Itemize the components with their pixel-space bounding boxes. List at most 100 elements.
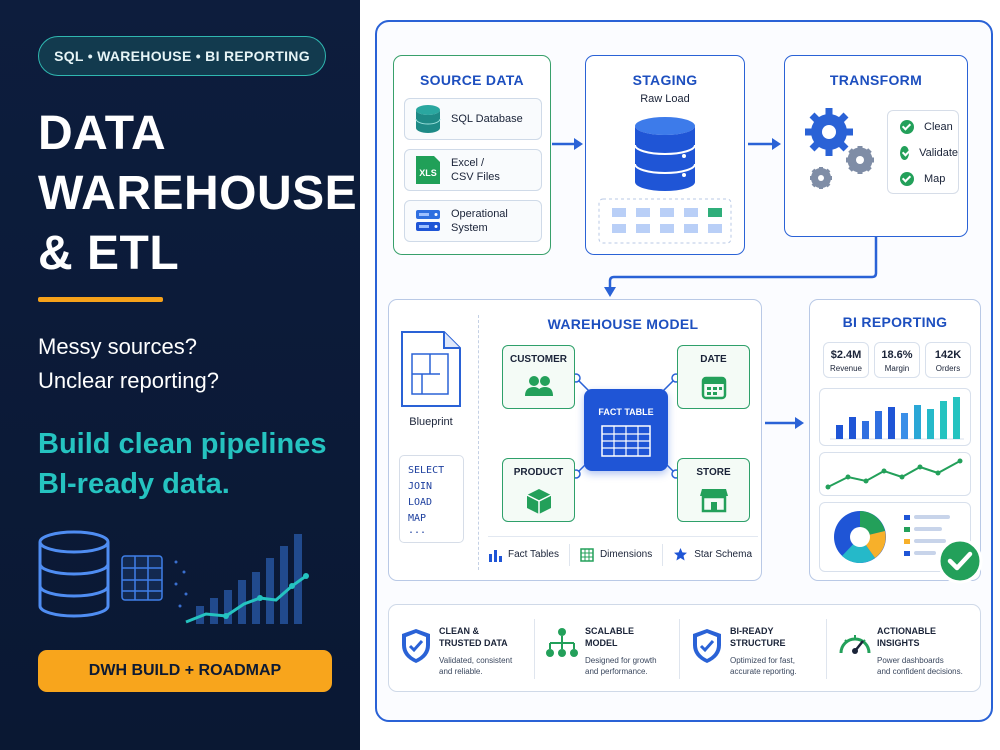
arrow-right-icon	[552, 138, 583, 150]
spreadsheet-icon: XLS	[416, 156, 440, 184]
shield-check-icon	[693, 629, 721, 663]
benefit-desc: and performance.	[585, 667, 648, 676]
sql-line: ...	[408, 525, 427, 536]
star-icon	[674, 548, 688, 561]
benefit-clean-data: CLEAN & TRUSTED DATA Validated, consisten…	[389, 605, 534, 693]
blueprint-label: Blueprint	[409, 416, 453, 428]
server-icon	[416, 210, 440, 231]
shield-check-icon	[402, 629, 430, 663]
hero-title-line: WAREHOUSE	[38, 167, 358, 220]
database-icon	[415, 105, 441, 133]
benefit-title: TRUSTED DATA	[439, 638, 508, 648]
sql-line: SELECT	[408, 465, 445, 476]
value-promise: Build clean pipelines BI-ready data.	[38, 424, 326, 504]
bar-chart-panel	[819, 388, 971, 446]
bar-chart-icon	[489, 549, 502, 562]
source-item-label: Excel /	[451, 157, 485, 169]
benefit-desc: Optimized for fast,	[730, 656, 795, 665]
source-data-title: SOURCE DATA	[420, 72, 524, 88]
source-item-excel: XLS Excel / CSV Files	[404, 149, 542, 191]
source-item-label: System	[451, 222, 488, 234]
model-legend: Fact Tables Dimensions Star Schema	[488, 536, 758, 572]
benefit-title: ACTIONABLE	[877, 626, 936, 636]
bar-chart-icon	[830, 397, 964, 440]
fact-table: FACT TABLE	[584, 389, 668, 471]
line-chart-icon	[825, 458, 963, 490]
hero-title-line: & ETL	[38, 227, 180, 280]
benefit-title: CLEAN &	[439, 626, 479, 636]
store-icon	[699, 489, 728, 513]
benefit-desc: and reliable.	[439, 667, 483, 676]
database-stack-icon	[38, 530, 110, 618]
question-line: Unclear reporting?	[38, 368, 219, 393]
blueprint-icon	[401, 331, 461, 407]
growth-trend-line	[185, 574, 307, 624]
hierarchy-icon	[546, 628, 578, 657]
gauge-icon	[839, 635, 871, 654]
legend-star-schema: Star Schema	[673, 547, 752, 562]
transform-title: TRANSFORM	[829, 72, 923, 88]
source-data-card: SOURCE DATA SQL Database XLS Excel / CSV…	[393, 55, 551, 255]
table-grid-icon	[601, 425, 651, 457]
connector-arrow-icon	[604, 237, 878, 297]
network-dots-icon	[174, 560, 188, 608]
growth-bars-icon	[196, 534, 302, 624]
source-item-label: SQL Database	[451, 113, 523, 125]
legend-fact-tables: Fact Tables	[488, 548, 559, 562]
pain-questions: Messy sources? Unclear reporting?	[38, 330, 219, 398]
step-map: Map	[888, 166, 958, 192]
benefit-title: BI-READY	[730, 626, 774, 636]
source-item-label: Operational	[451, 208, 508, 220]
dimension-product: PRODUCT	[502, 458, 575, 522]
step-clean: Clean	[888, 114, 958, 140]
dimension-store: STORE	[677, 458, 750, 522]
bi-reporting-title: BI REPORTING	[842, 314, 948, 330]
benefit-desc: Validated, consistent	[439, 656, 513, 665]
benefit-desc: and confident decisions.	[877, 667, 963, 676]
benefit-desc: Designed for growth	[585, 656, 657, 665]
check-icon	[900, 146, 910, 160]
dimension-customer: CUSTOMER	[502, 345, 575, 409]
line-chart-panel	[819, 452, 971, 496]
success-check-icon	[937, 538, 983, 584]
topic-tag: SQL • WAREHOUSE • BI REPORTING	[38, 36, 326, 76]
hero-title-line: DATA	[38, 107, 167, 160]
calendar-icon	[701, 376, 726, 400]
check-icon	[900, 120, 914, 134]
arrow-right-icon	[765, 417, 804, 429]
benefit-desc: accurate reporting.	[730, 667, 797, 676]
source-item-label: CSV Files	[451, 171, 500, 183]
transform-steps: Clean Validate Map	[887, 110, 959, 194]
sql-line: JOIN	[408, 481, 433, 492]
benefit-title: SCALABLE	[585, 626, 634, 636]
sql-snippet: SELECT JOIN LOAD MAP ...	[399, 455, 464, 543]
data-growth-illustration	[38, 530, 309, 624]
question-line: Messy sources?	[38, 334, 197, 359]
source-item-operational: Operational System	[404, 200, 542, 242]
box-icon	[526, 489, 551, 514]
cta-button[interactable]: DWH BUILD + ROADMAP	[38, 650, 332, 692]
check-icon	[900, 172, 914, 186]
benefit-title: INSIGHTS	[877, 638, 920, 648]
dimension-date: DATE	[677, 345, 750, 409]
kpi-margin: 18.6% Margin	[874, 342, 920, 378]
benefits-strip: CLEAN & TRUSTED DATA Validated, consisten…	[388, 604, 981, 692]
kpi-revenue: $2.4M Revenue	[823, 342, 869, 378]
arrow-right-icon	[748, 138, 781, 150]
raw-records-grid	[598, 198, 732, 244]
promise-line: BI-ready data.	[38, 468, 230, 500]
promise-line: Build clean pipelines	[38, 428, 327, 460]
staging-card: STAGING Raw Load	[585, 55, 745, 255]
xls-badge: XLS	[419, 168, 437, 178]
grid-icon	[580, 547, 594, 562]
transform-card: TRANSFORM Clean Validate Map	[784, 55, 968, 237]
sql-line: MAP	[408, 513, 427, 524]
staging-subtitle: Raw Load	[640, 93, 690, 105]
staging-title: STAGING	[632, 72, 698, 88]
source-item-sql: SQL Database	[404, 98, 542, 140]
step-validate: Validate	[888, 140, 958, 166]
legend-dimensions: Dimensions	[580, 547, 652, 562]
